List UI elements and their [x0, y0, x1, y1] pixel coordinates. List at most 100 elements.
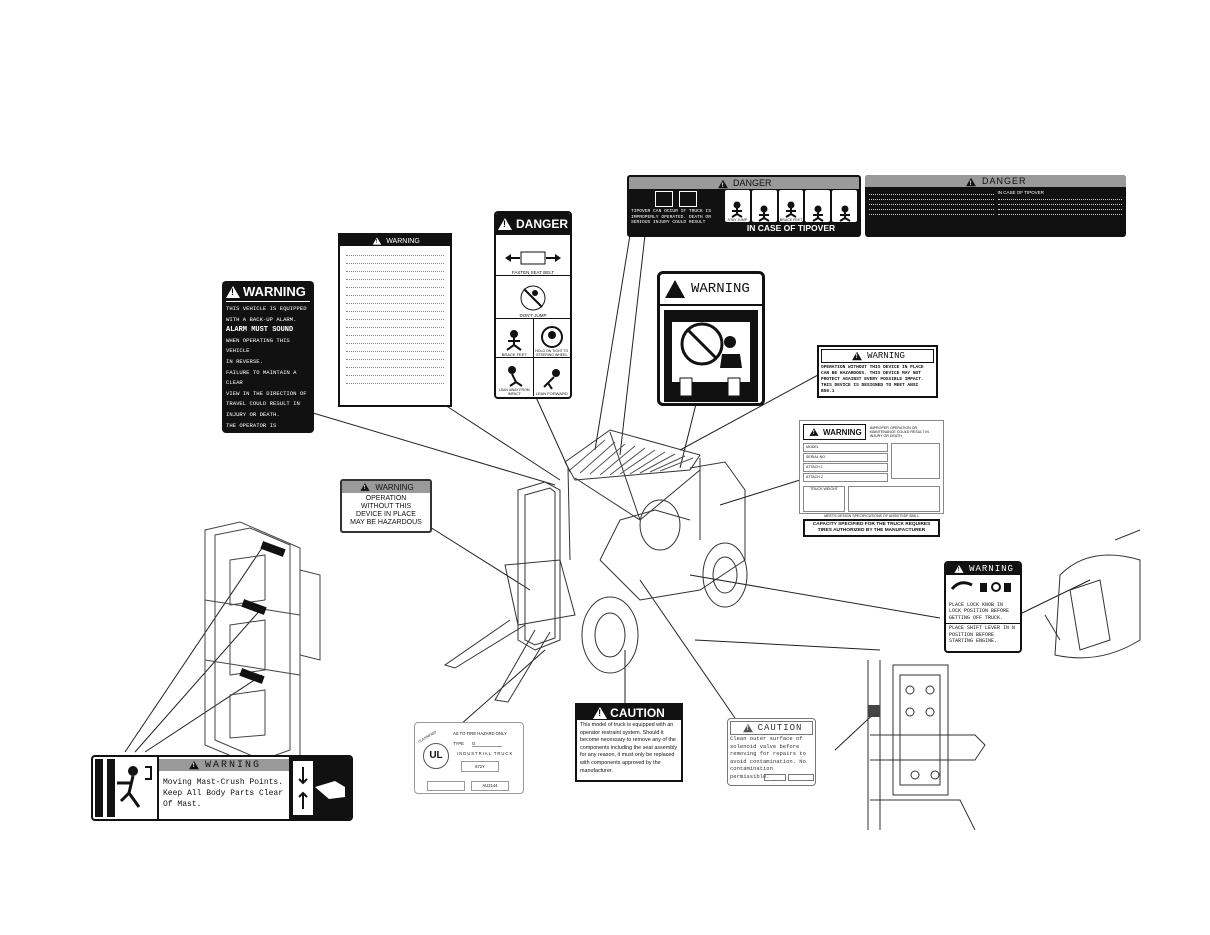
tipover-pictogram — [832, 190, 857, 222]
label-line: ALARM MUST SOUND — [226, 326, 294, 335]
operation-device-warning-label: WARNING OPERATION WITHOUT THIS DEVICE IN… — [340, 479, 432, 533]
plate-row-label: ATTACH 2 — [806, 475, 823, 479]
tipover-pictogram — [805, 190, 831, 222]
tipover-pictogram — [751, 190, 777, 222]
pictogram-label: BRACE FEET — [779, 218, 803, 222]
label-line: FOR THE SAFE OPERATION OF — [226, 442, 310, 450]
warning-triangle-icon — [373, 237, 382, 245]
forklift-drawing — [443, 429, 748, 703]
item-label: LEAN AWAY FROM IMPACT — [498, 388, 530, 396]
warning-triangle-icon — [360, 483, 370, 491]
text-line-rule — [346, 335, 444, 336]
label-line: VIEW IN THE DIRECTION OF — [226, 389, 307, 397]
falling-object-icon — [664, 310, 758, 402]
label-line: FAILURE TO MAINTAIN A CLEAR — [226, 368, 297, 387]
header-note: IMPROPER OPERATION OR MAINTENANCE COULD … — [869, 425, 929, 439]
warning-triangle-icon — [966, 177, 977, 187]
person-icon — [839, 205, 851, 222]
plate-row: SERIAL NO. — [803, 453, 888, 462]
warning-triangle-icon — [718, 179, 729, 189]
label-line: IN REVERSE. — [226, 357, 263, 365]
valve-block-drawing — [867, 660, 986, 831]
ul-logo: UL — [423, 743, 449, 769]
ul-ring-text: CLASSIFIED — [417, 730, 438, 744]
shift-lever-text: PLACE SHIFT LEVER IN N POSITION BEFORE S… — [949, 625, 1016, 645]
text-line-rule — [346, 327, 444, 328]
text-line-rule — [346, 367, 444, 368]
item-label: DON'T JUMP — [519, 313, 547, 318]
hand-crush-icon — [293, 761, 345, 815]
plate-row-label: MODEL — [806, 445, 819, 449]
label-header: WARNING — [375, 482, 414, 492]
tipover-pictogram: BRACE FEET — [778, 190, 804, 222]
label-header: DANGER — [515, 217, 568, 231]
dont-jump-icon — [520, 285, 546, 311]
text-line-rule — [346, 263, 444, 264]
warning-triangle-icon — [742, 723, 753, 733]
banner-text: CAPACITY SPECIFIED FOR THE TRUCK REQUIRE… — [812, 522, 931, 533]
label-line: THIS VEHICLE. — [226, 453, 270, 461]
label-line: TRAVEL COULD RESULT IN — [226, 400, 300, 408]
brace-feet-icon — [506, 330, 522, 351]
fire-hazard-line: AS TO FIRE HAZARD ONLY — [453, 731, 507, 736]
text-line-rule — [346, 271, 444, 272]
plate-footer: MEETS DESIGN SPECIFICATIONS OF ANSI/ITSD… — [824, 514, 919, 518]
text-line-rule — [346, 303, 444, 304]
shift-lever-drawing — [1044, 529, 1141, 659]
label-header: CAUTION — [610, 705, 665, 720]
label-header: WARNING — [204, 759, 261, 771]
person-icon — [731, 201, 743, 218]
mast-drawing — [204, 521, 321, 771]
tipover-pictogram: STAY JUMP — [725, 190, 750, 222]
item-label: HOLD ON TIGHT TO STEERING WHEEL — [535, 349, 569, 357]
tipover-danger-label: DANGER FASTEN SEAT BELT DON'T JUMP BRACE… — [494, 211, 572, 399]
text-line-rule — [346, 319, 444, 320]
label-header: WARNING — [243, 284, 306, 299]
mast-crush-warning-label: WARNING Moving Mast-Crush Points. Keep A… — [91, 755, 353, 821]
label-line: INJURY OR DEATH. — [226, 410, 280, 418]
hold-steering-wheel-icon — [540, 326, 563, 348]
tipover-text: TIPOVER CAN OCCUR IF TRUCK IS IMPROPERLY… — [631, 209, 711, 226]
plate-row: ATTACH 2 — [803, 473, 888, 482]
lock-knob-text: PLACE LOCK KNOB IN LOCK POSITION BEFORE … — [949, 602, 1010, 621]
person-icon — [758, 205, 770, 222]
tire-capacity-banner: CAPACITY SPECIFIED FOR THE TRUCK REQUIRE… — [803, 519, 940, 537]
lean-away-icon — [508, 366, 523, 387]
capacity-plate-label: WARNING IMPROPER OPERATION OR MAINTENANC… — [799, 420, 944, 518]
shift-lever-warning-label: WARNING PLACE LOCK KNOB IN LOCK POSITION… — [944, 561, 1022, 653]
label-code: 5100 — [298, 462, 310, 469]
label-body: Moving Mast-Crush Points. Keep All Body … — [163, 778, 284, 809]
item-label: FASTEN SEAT BELT — [511, 270, 555, 275]
strip-footer: IN CASE OF TIPOVER — [746, 223, 836, 233]
label-header: WARNING — [969, 564, 1014, 574]
label-header: DANGER — [733, 178, 772, 188]
solenoid-valve-caution-label: CAUTION Clean outer surface of solenoid … — [727, 718, 816, 786]
truck-weight-box: TRUCK WEIGHT — [803, 486, 845, 512]
label-header: WARNING — [386, 237, 420, 245]
text-line-rule — [346, 311, 444, 312]
plate-box-1: 672Y — [461, 761, 499, 772]
mast-crush-icon — [95, 759, 152, 817]
overhead-guard-text-label: WARNING OPERATION WITHOUT THIS DEVICE IN… — [817, 345, 938, 398]
label-body — [340, 246, 450, 393]
tipover-truck-icon — [655, 191, 673, 207]
type-label: TYPE — [453, 741, 464, 746]
type-value: G — [471, 741, 502, 747]
label-line: WHEN OPERATING THIS VEHICLE — [226, 336, 290, 355]
pictogram-label: STAY JUMP — [727, 218, 748, 222]
text-line-rule — [346, 279, 444, 280]
label-header: WARNING — [867, 351, 905, 361]
plate-box-2: AU2144 — [471, 781, 509, 791]
warning-triangle-icon — [852, 351, 862, 361]
warning-triangle-icon — [954, 565, 964, 573]
tipover-truck-icon — [679, 191, 697, 207]
industrial-truck-text: INDUSTRIAL TRUCK — [457, 751, 514, 756]
warning-triangle-icon — [226, 285, 240, 298]
text-line-rule — [346, 255, 444, 256]
plate-row-label: SERIAL NO. — [806, 455, 827, 459]
truck-weight-label: TRUCK WEIGHT — [810, 487, 838, 491]
text-line-rule — [346, 295, 444, 296]
label-line: THIS VEHICLE IS EQUIPPED — [226, 305, 307, 312]
label-body: Clean outer surface of solenoid valve be… — [730, 735, 806, 780]
